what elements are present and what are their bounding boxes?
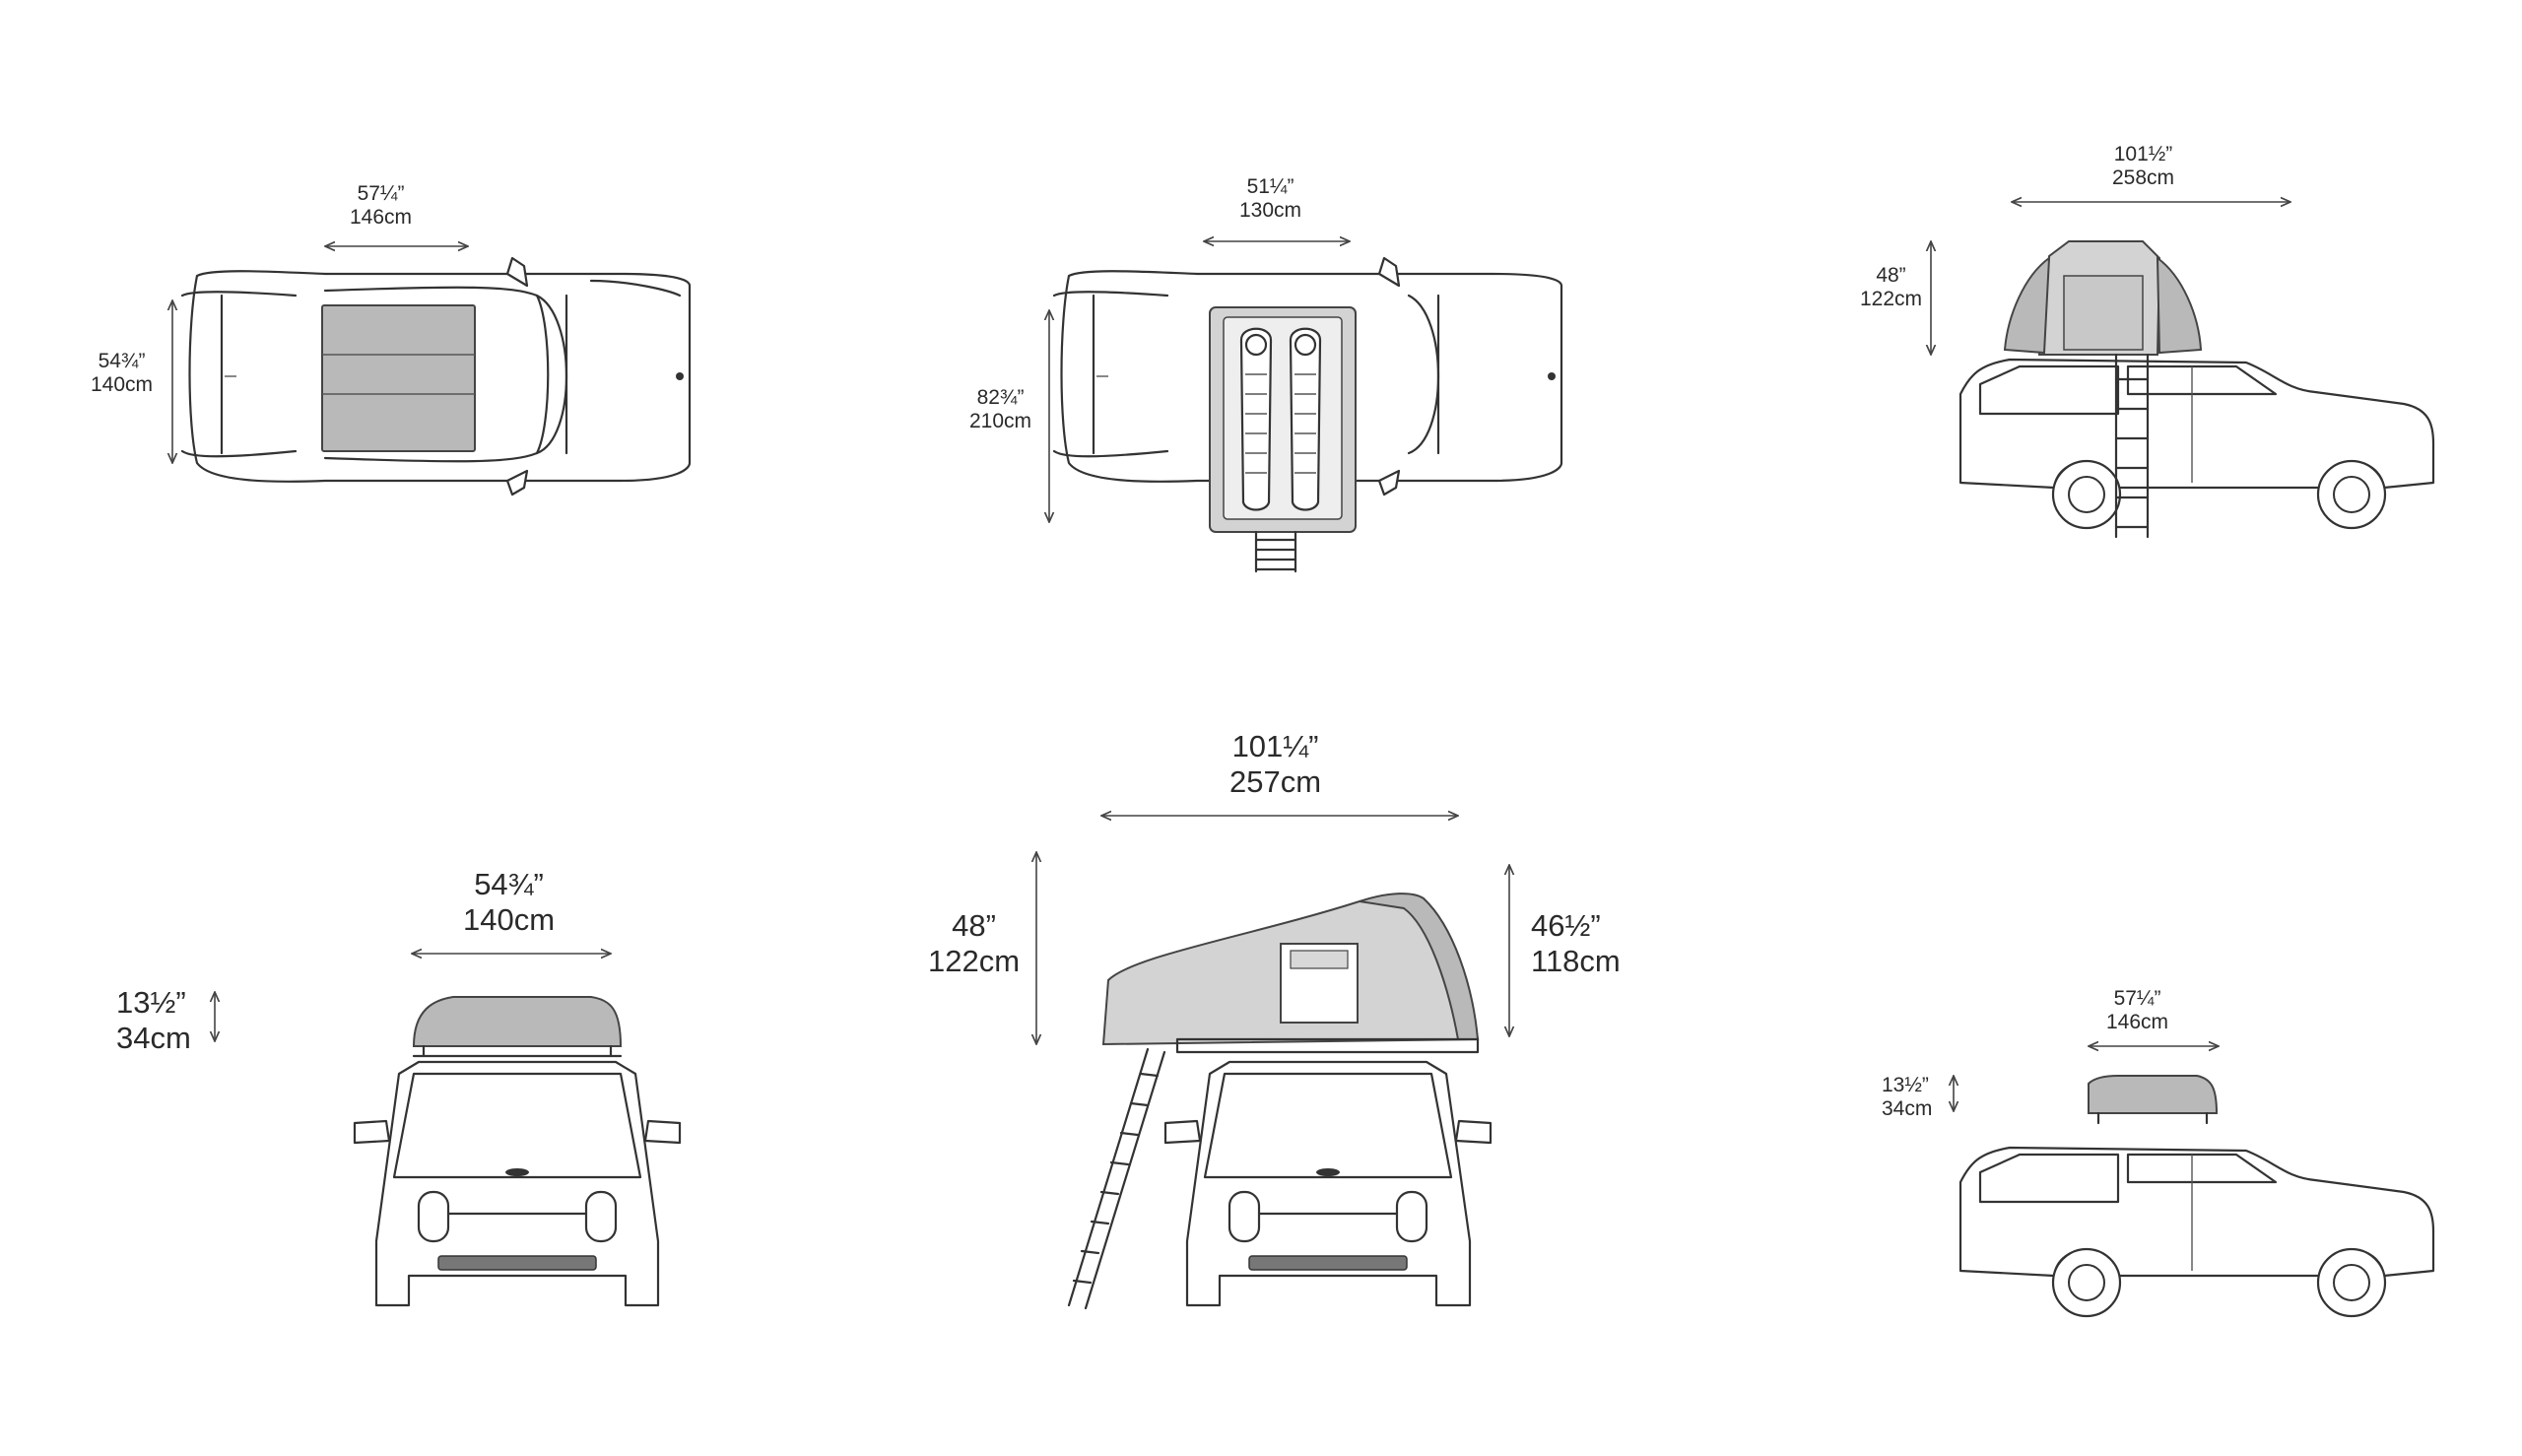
- top-closed-width-label: 57¼”146cm: [350, 182, 413, 230]
- front-closed-width-label: 54¾”140cm: [463, 867, 556, 937]
- top-open-drawing: [946, 0, 1563, 573]
- front-open-height-front-label: 46½”118cm: [1531, 908, 1621, 978]
- top-view-open: 51¼”130cm 82¾”210cm: [946, 0, 1635, 591]
- side-closed-height-label: 13½”34cm: [1882, 1074, 1933, 1121]
- top-open-length-label: 82¾”210cm: [969, 386, 1032, 433]
- top-closed-drawing: [0, 0, 692, 496]
- side-view-open: 101½”258cm 48”122cm: [1852, 0, 2522, 591]
- front-closed-height-label: 13½”34cm: [116, 985, 191, 1055]
- top-closed-length-label: 54¾”140cm: [91, 350, 154, 397]
- side-closed-drawing: [1852, 690, 2435, 1318]
- side-open-drawing: [1852, 0, 2435, 539]
- side-closed-length-label: 57¼”146cm: [2106, 987, 2169, 1034]
- front-open-height-rear-label: 48”122cm: [928, 908, 1021, 978]
- side-open-height-label: 48”122cm: [1860, 264, 1923, 311]
- front-view-closed: 54¾”140cm 13½”34cm: [0, 690, 788, 1379]
- front-open-length-label: 101¼”257cm: [1229, 729, 1322, 799]
- side-open-length-label: 101½”258cm: [2112, 143, 2175, 190]
- front-open-drawing: [906, 690, 1694, 1310]
- front-view-open: 101¼”257cm 48”122cm 46½”118cm: [906, 690, 1694, 1379]
- top-view-closed: 57¼”146cm 54¾”140cm: [0, 0, 788, 552]
- front-closed-drawing: [0, 690, 682, 1307]
- side-view-closed: 57¼”146cm 13½”34cm: [1852, 690, 2522, 1379]
- top-open-width-label: 51¼”130cm: [1239, 175, 1302, 223]
